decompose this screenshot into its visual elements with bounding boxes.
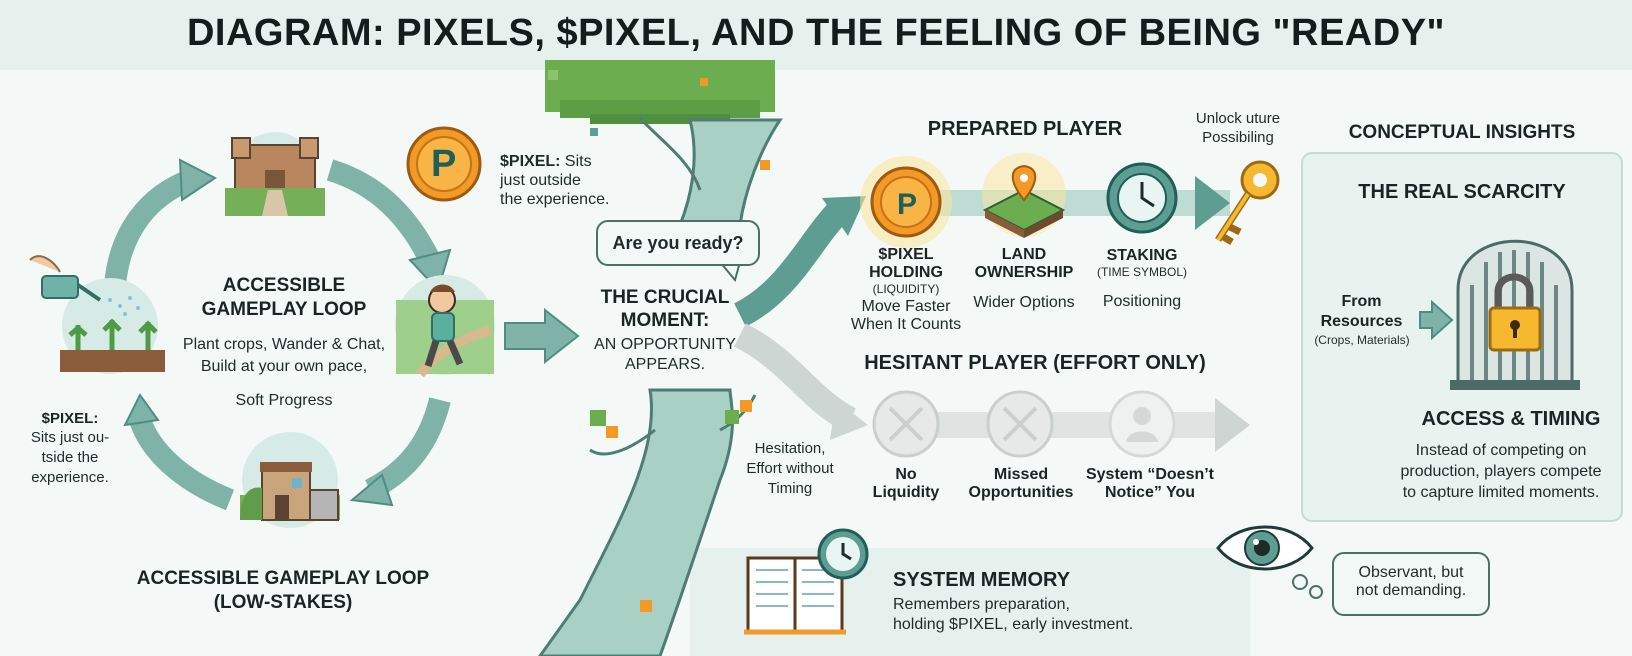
hesitant-side-3: Timing <box>767 480 813 497</box>
insights-desc-1: Instead of competing on <box>1415 442 1587 459</box>
hesitant-item-line-1: Missed <box>993 466 1049 483</box>
prepared-item-title-2: OWNERSHIP <box>974 264 1074 281</box>
prepared-item-sub: (LIQUIDITY) <box>872 282 940 296</box>
prepared-item-desc-1: Move Faster <box>861 298 951 315</box>
thought-dot-2 <box>1309 585 1323 599</box>
observer-bubble: Observant, but not demanding. <box>1332 552 1490 616</box>
staking-clock-icon <box>1106 162 1178 234</box>
hesitant-item-not-noticed: System “Doesn’t Notice” You <box>1075 466 1225 502</box>
observer-line-2: not demanding. <box>1355 582 1467 599</box>
prepared-item-land: LAND OWNERSHIP Wider Options <box>964 246 1084 312</box>
moment-heading-2: MOMENT: <box>620 310 710 331</box>
moment-sub-1: AN OPPORTUNITY <box>594 336 736 353</box>
hesitant-heading: HESITANT PLAYER (EFFORT ONLY) <box>864 352 1206 374</box>
real-scarcity-heading: THE REAL SCARCITY <box>1358 181 1566 203</box>
coin-note-text-2: just outside <box>500 172 581 189</box>
prepared-item-desc-1: Positioning <box>1102 293 1182 310</box>
hesitant-item-line-2: Notice” You <box>1104 484 1196 501</box>
resources-examples: (Crops, Materials) <box>1314 333 1410 347</box>
loop-pixel-desc-3: experience. <box>31 469 109 486</box>
hesitant-item-no-liquidity: No Liquidity <box>846 466 966 502</box>
insights-heading: CONCEPTUAL INSIGHTS <box>1348 122 1576 143</box>
wanderer-icon <box>396 284 494 378</box>
insights-desc-3: to capture limited moments. <box>1402 484 1600 501</box>
loop-desc-1: Plant crops, Wander & Chat, <box>182 336 386 353</box>
pixel-coin-icon <box>406 126 482 202</box>
prepared-item-desc-2: When It Counts <box>850 316 962 333</box>
hesitant-item-line-1: No <box>895 466 917 483</box>
house-icon <box>240 462 340 521</box>
unlock-text-2: Possibiling <box>1202 129 1274 146</box>
arrow-to-moment <box>504 307 580 365</box>
prepared-item-pixel-holding: $PIXEL HOLDING (LIQUIDITY) Move Faster W… <box>846 246 966 334</box>
memory-desc-1: Remembers preparation, <box>893 596 1070 613</box>
title-bar <box>0 0 1632 70</box>
key-icon <box>1215 160 1280 246</box>
loop-bottom-heading-2: (LOW-STAKES) <box>213 592 353 613</box>
loop-pixel-desc-1: Sits just ou- <box>30 429 110 446</box>
tree-crown <box>545 60 775 124</box>
ignored-user-icon <box>1108 390 1176 458</box>
hesitant-item-missed: Missed Opportunities <box>955 466 1087 502</box>
prepared-item-title-2: HOLDING <box>869 264 943 281</box>
loop-bottom-heading-1: ACCESSIBLE GAMEPLAY LOOP <box>136 568 430 589</box>
book-icon <box>744 556 846 635</box>
castle-icon <box>225 137 325 216</box>
page-title: DIAGRAM: PIXELS, $PIXEL, AND THE FEELING… <box>186 12 1446 54</box>
no-liquidity-icon <box>872 390 940 458</box>
pixel-holding-icon: P <box>860 156 952 248</box>
ready-bubble-text: Are you ready? <box>612 233 744 253</box>
prepared-item-desc-1: Wider Options <box>973 294 1075 311</box>
observer-line-1: Observant, but <box>1358 564 1464 581</box>
hesitant-item-line-2: Opportunities <box>968 484 1074 501</box>
coin-note-text-3: the experience. <box>500 191 610 208</box>
farming-icon <box>29 255 165 372</box>
from-label: From <box>1341 293 1382 310</box>
tree-trunk-lower <box>538 388 734 656</box>
insights-desc-2: production, players compete <box>1400 463 1602 480</box>
ready-speech-bubble: Are you ready? <box>596 220 760 266</box>
tree-trunk-upper <box>677 118 783 227</box>
hesitant-side-1: Hesitation, <box>754 440 826 457</box>
moment-sub-2: APPEARS. <box>624 356 706 373</box>
unlock-text-1: Unlock uture <box>1195 110 1281 127</box>
prepared-item-sub: (TIME SYMBOL) <box>1096 265 1187 279</box>
from-resources-arrow <box>1419 299 1454 341</box>
loop-pixel-label: $PIXEL: <box>41 410 99 427</box>
coin-letter: P <box>431 143 457 185</box>
land-ownership-icon <box>982 153 1066 238</box>
svg-text:P: P <box>897 188 917 221</box>
missed-opportunities-icon <box>986 390 1054 458</box>
coin-note-line-1: $PIXEL: Sits <box>500 153 592 171</box>
hesitant-item-line-1: System “Doesn’t <box>1085 466 1215 483</box>
moment-heading-1: THE CRUCIAL <box>600 287 730 308</box>
hesitant-side-2: Effort without <box>746 460 834 477</box>
prepared-arrow-head <box>1195 176 1230 230</box>
prepared-heading: PREPARED PLAYER <box>927 118 1123 140</box>
thought-dot-1 <box>1292 574 1308 590</box>
arrow-to-hesitant <box>733 323 857 432</box>
resources-label: Resources <box>1320 313 1403 330</box>
arrow-to-prepared <box>733 200 850 327</box>
cage-lock-icon <box>1450 239 1580 390</box>
memory-desc-2: holding $PIXEL, early investment. <box>893 616 1134 633</box>
eye-icon <box>1216 525 1314 571</box>
access-timing-heading: ACCESS & TIMING <box>1421 408 1601 430</box>
coin-note-label: $PIXEL: <box>500 153 561 170</box>
loop-desc-2: Build at your own pace, <box>200 358 368 375</box>
hesitant-arrow-head <box>1215 398 1250 452</box>
loop-heading: ACCESSIBLE GAMEPLAY LOOP <box>201 275 367 320</box>
prepared-item-title-1: LAND <box>1001 246 1047 263</box>
prepared-item-title-1: $PIXEL <box>878 246 934 263</box>
prepared-item-staking: STAKING (TIME SYMBOL) Positioning <box>1082 247 1202 311</box>
hesitant-item-line-2: Liquidity <box>872 484 940 501</box>
coin-note-text-1: Sits <box>560 153 592 170</box>
loop-desc-3: Soft Progress <box>235 392 333 409</box>
prepared-item-title-1: STAKING <box>1106 247 1178 264</box>
loop-pixel-desc-2: tside the <box>41 449 99 466</box>
memory-heading: SYSTEM MEMORY <box>893 569 1071 591</box>
memory-clock-icon <box>817 528 869 580</box>
